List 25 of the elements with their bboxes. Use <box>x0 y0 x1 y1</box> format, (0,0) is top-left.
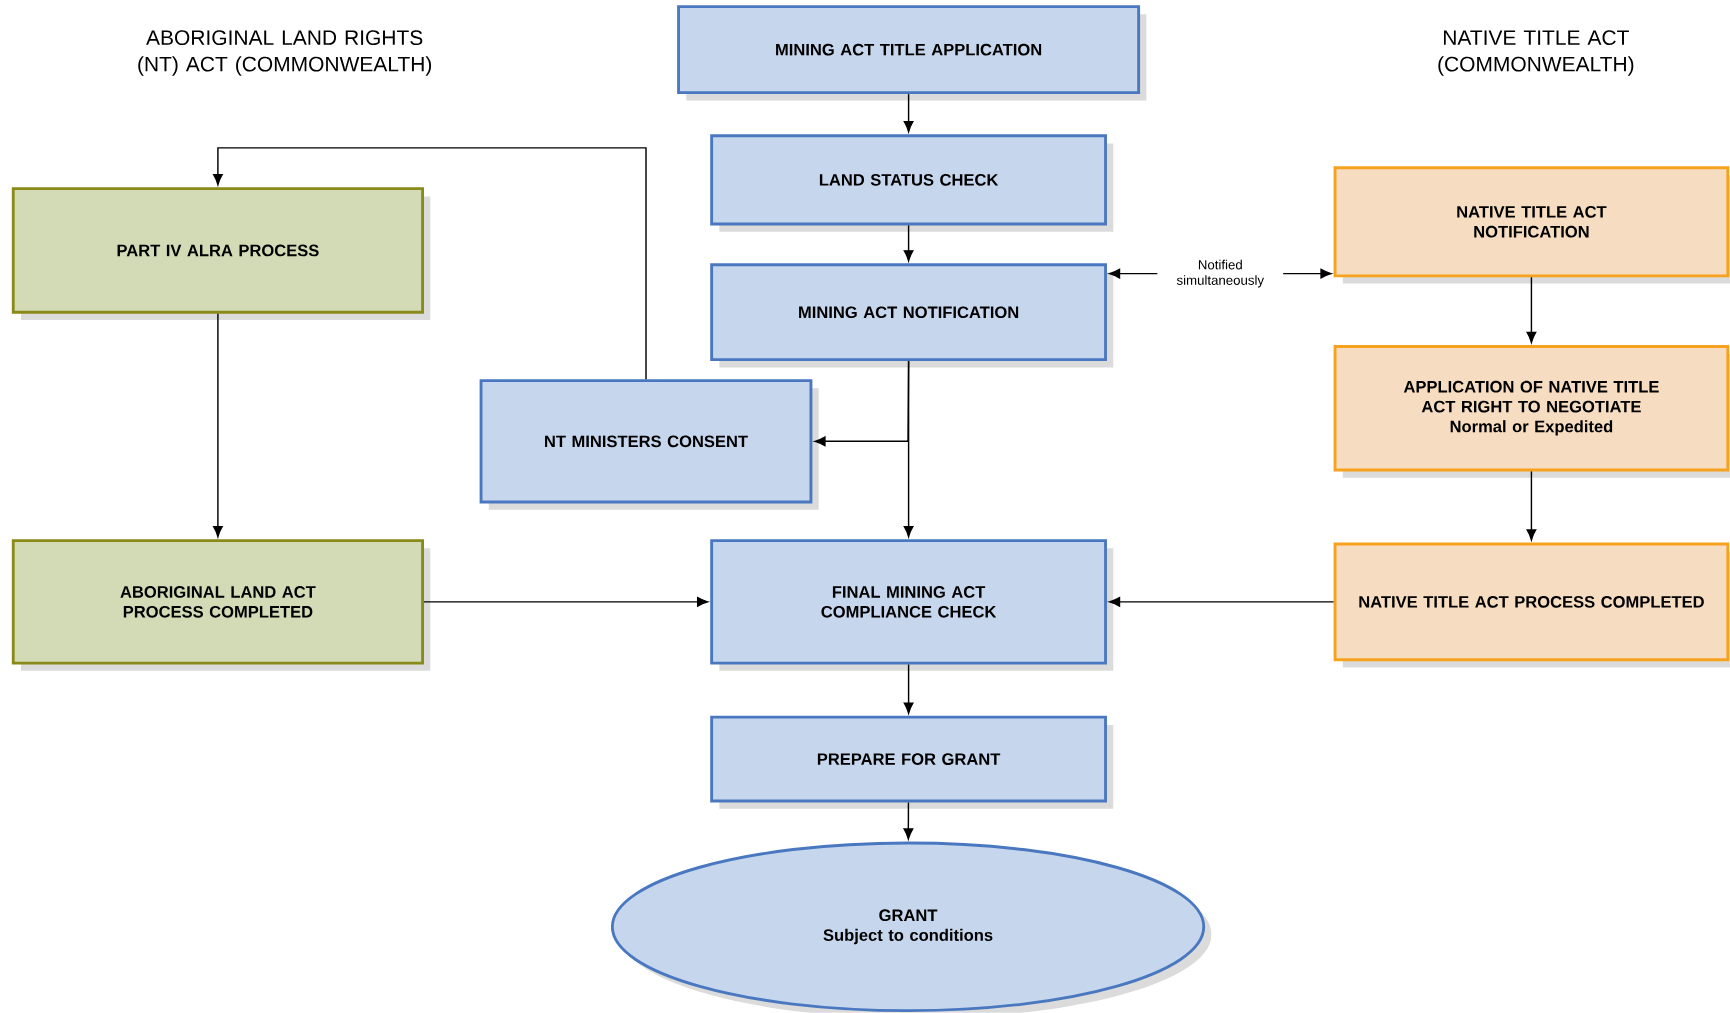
process-box: MINING ACT TITLE APPLICATION <box>677 5 1147 101</box>
arrow <box>423 597 709 607</box>
arrow <box>213 313 223 538</box>
edge-label: Notified simultaneously <box>1157 257 1284 290</box>
process-box: FINAL MINING ACT COMPLIANCE CHECK <box>710 539 1114 671</box>
arrow <box>903 360 914 538</box>
process-box: NATIVE TITLE ACT NOTIFICATION <box>1333 166 1730 284</box>
arrow <box>903 224 914 262</box>
process-box: NT MINISTERS CONSENT <box>479 379 819 510</box>
process-box: APPLICATION OF NATIVE TITLE ACT RIGHT TO NEGOTIATE Normal or Expedited <box>1333 345 1730 478</box>
process-box: LAND STATUS CHECK <box>710 134 1114 232</box>
arrow <box>213 147 647 380</box>
process-box: PART IV ALRA PROCESS <box>11 187 431 321</box>
process-box: MINING ACT NOTIFICATION <box>710 263 1114 368</box>
arrow <box>1108 597 1335 607</box>
arrow <box>1526 276 1537 344</box>
arrow <box>903 93 914 133</box>
heading: NATIVE TITLE ACT (COMMONWEALTH) <box>1438 30 1634 76</box>
arrow <box>903 801 914 840</box>
process-box: ABORIGINAL LAND ACT PROCESS COMPLETED <box>11 539 431 671</box>
arrow <box>903 663 914 714</box>
heading: ABORIGINAL LAND RIGHTS (NT) ACT (COMMONWEALTH) <box>138 30 432 76</box>
arrow <box>1526 470 1537 541</box>
process-box: NATIVE TITLE ACT PROCESS COMPLETED <box>1333 542 1730 668</box>
process-box: PREPARE FOR GRANT <box>710 715 1114 809</box>
